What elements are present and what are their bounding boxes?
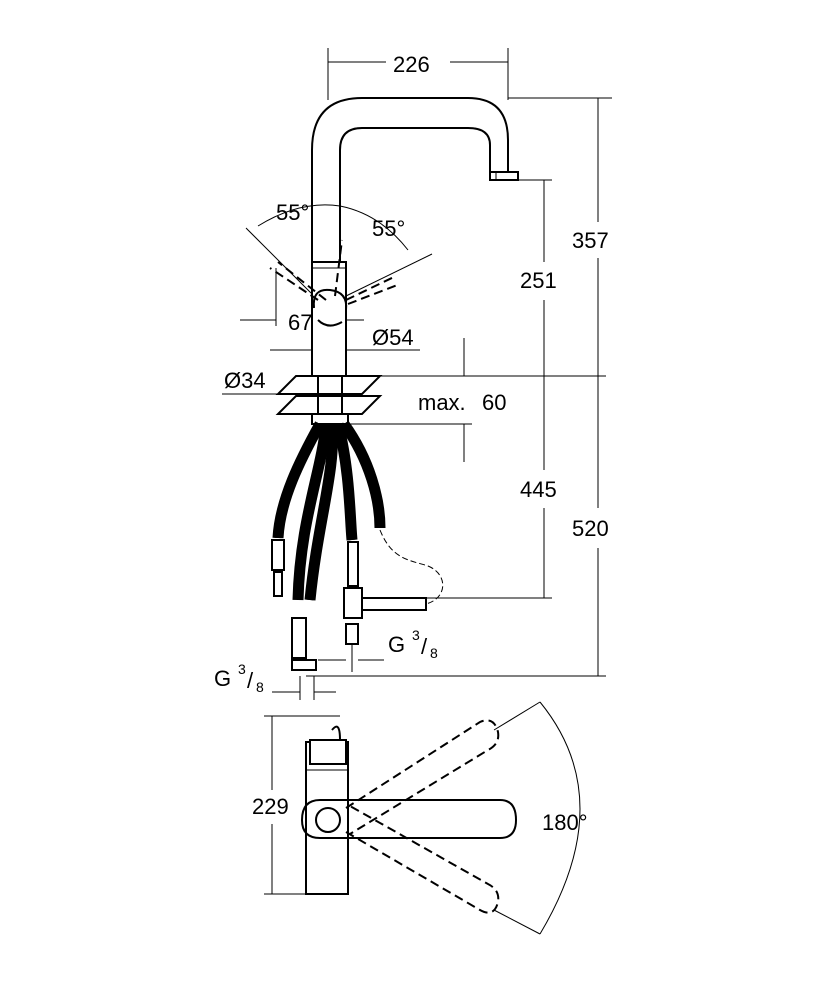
thread-right-slash: /: [421, 634, 428, 659]
thread-left-num: 3: [238, 661, 246, 677]
supply-hoses: [272, 420, 386, 601]
faucet-spout: [311, 97, 519, 262]
handle-dashed-positions: [269, 239, 401, 305]
dim-357: 357: [572, 228, 609, 253]
dim-67: 67: [288, 310, 312, 335]
hose-connectors: [271, 529, 444, 672]
dim-diameter-34: Ø34: [224, 368, 266, 393]
dim-229: 229: [252, 794, 289, 819]
dim-251: 251: [520, 268, 557, 293]
faucet-body: [311, 261, 348, 417]
dim-180: 180°: [542, 810, 588, 835]
thread-left-slash: /: [247, 668, 254, 693]
thread-left-g: G: [214, 666, 231, 691]
plan-view: [264, 701, 581, 935]
dim-520: 520: [572, 516, 609, 541]
dimension-lines: [222, 48, 612, 700]
dim-55-left: 55°: [276, 200, 309, 225]
dim-445: 445: [520, 477, 557, 502]
thread-left-den: 8: [256, 679, 264, 695]
dim-diameter-54: Ø54: [372, 325, 414, 350]
dim-226: 226: [393, 52, 430, 77]
dim-55-right: 55°: [372, 216, 405, 241]
thread-right-den: 8: [430, 645, 438, 661]
dim-max-label: max.: [418, 390, 466, 415]
thread-right-g: G: [388, 632, 405, 657]
countertop: [275, 375, 606, 425]
thread-right-num: 3: [412, 627, 420, 643]
dim-max-60: 60: [482, 390, 506, 415]
